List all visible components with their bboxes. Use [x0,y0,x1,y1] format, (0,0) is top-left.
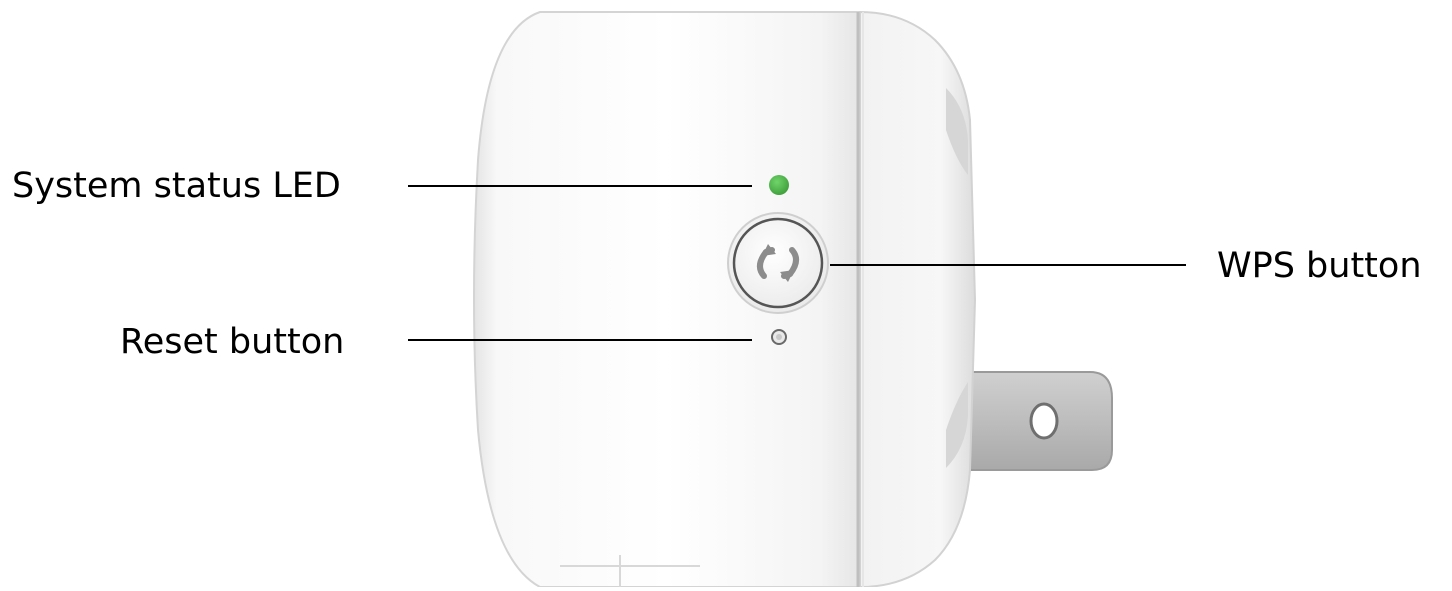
reset-label: Reset button [120,322,344,362]
plug-prong [960,372,1112,470]
reset-button[interactable] [772,330,786,344]
wps-button[interactable] [728,213,828,313]
wps-label: WPS button [1217,246,1422,286]
status-led [769,175,789,195]
led-label: System status LED [12,166,341,206]
device-rear-section [860,12,975,587]
